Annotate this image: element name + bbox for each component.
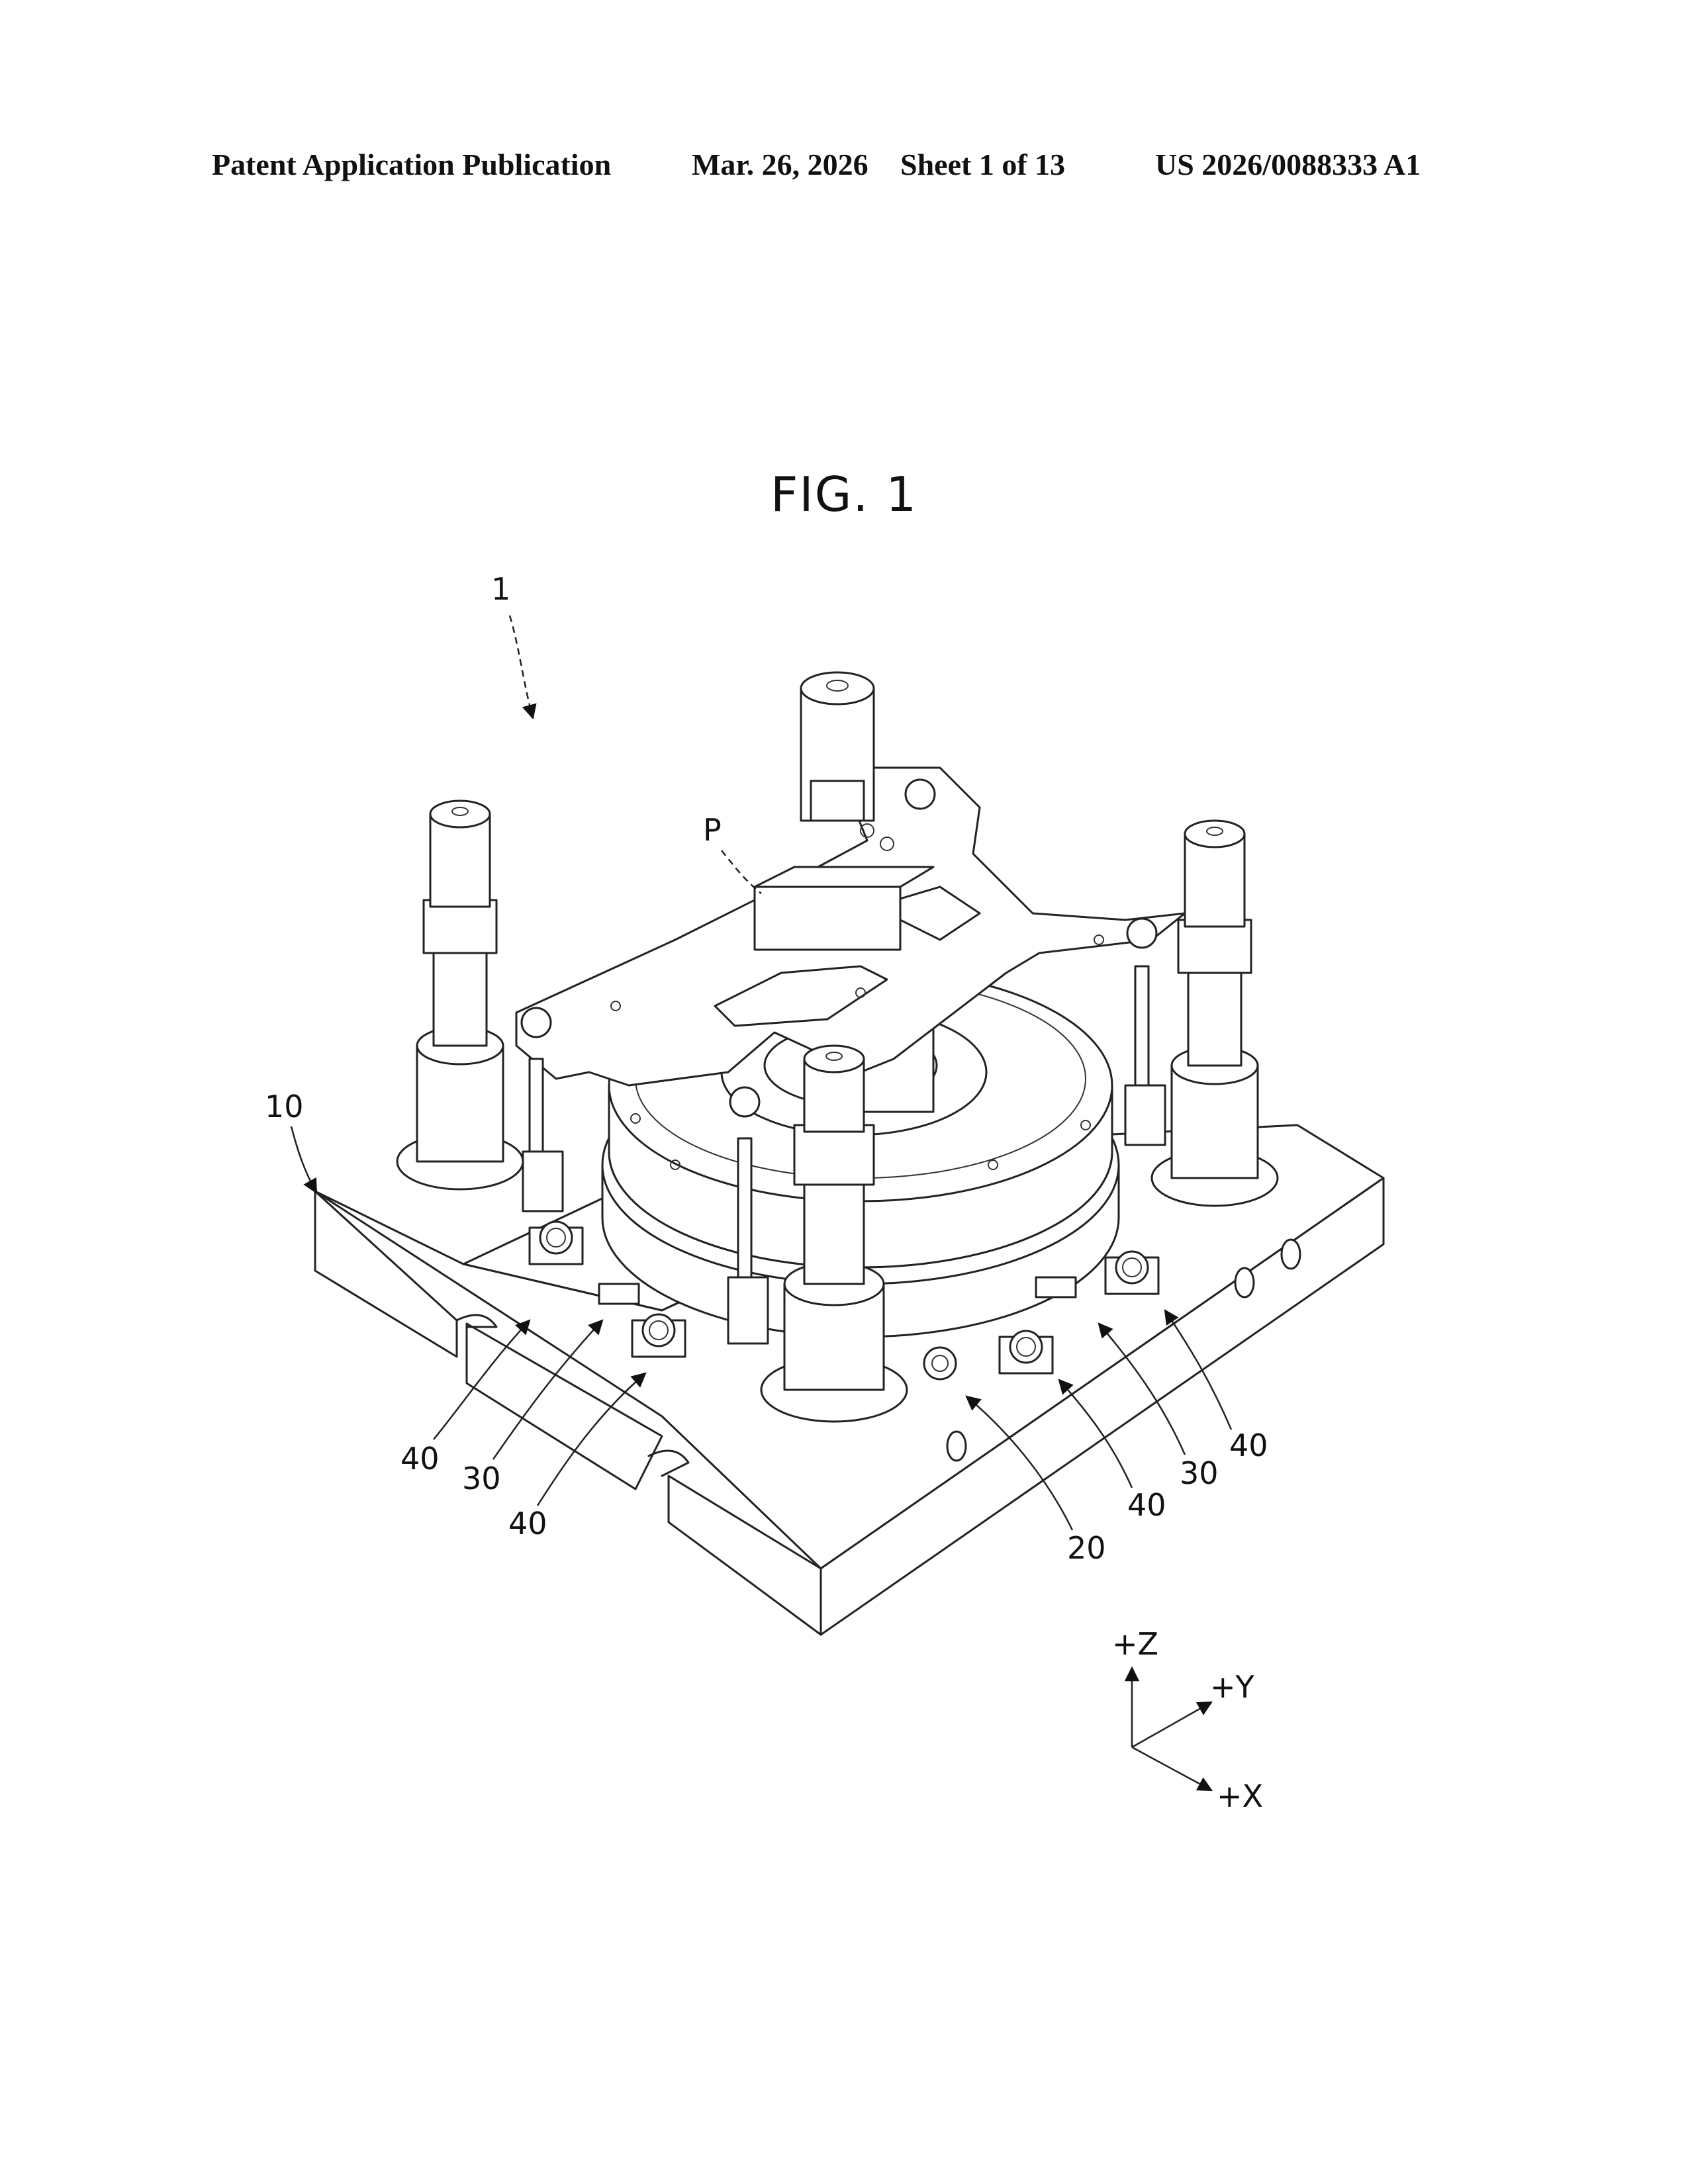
leader-device-1 — [510, 615, 533, 718]
ref-sensor-30-b: 30 — [1180, 1455, 1219, 1491]
ref-gauge-40-b: 40 — [508, 1506, 547, 1541]
axis-indicator: +Z +Y +X — [1112, 1626, 1263, 1814]
ref-gauge-40-d: 40 — [1229, 1428, 1268, 1463]
ref-table-20: 20 — [1067, 1530, 1106, 1566]
right-post — [1152, 821, 1278, 1206]
axis-label-y: +Y — [1210, 1669, 1255, 1705]
ref-device-1: 1 — [491, 571, 510, 607]
ref-base-10: 10 — [265, 1089, 304, 1124]
ref-part-P: P — [703, 812, 722, 848]
axis-label-z: +Z — [1112, 1626, 1158, 1662]
ref-gauge-40-c: 40 — [1127, 1487, 1166, 1523]
ref-sensor-30-a: 30 — [462, 1461, 501, 1496]
axis-label-x: +X — [1217, 1778, 1263, 1814]
top-cylinder — [801, 672, 935, 821]
leader-base-10 — [291, 1126, 316, 1193]
left-post — [397, 801, 523, 1189]
ref-gauge-40-a: 40 — [400, 1441, 440, 1477]
